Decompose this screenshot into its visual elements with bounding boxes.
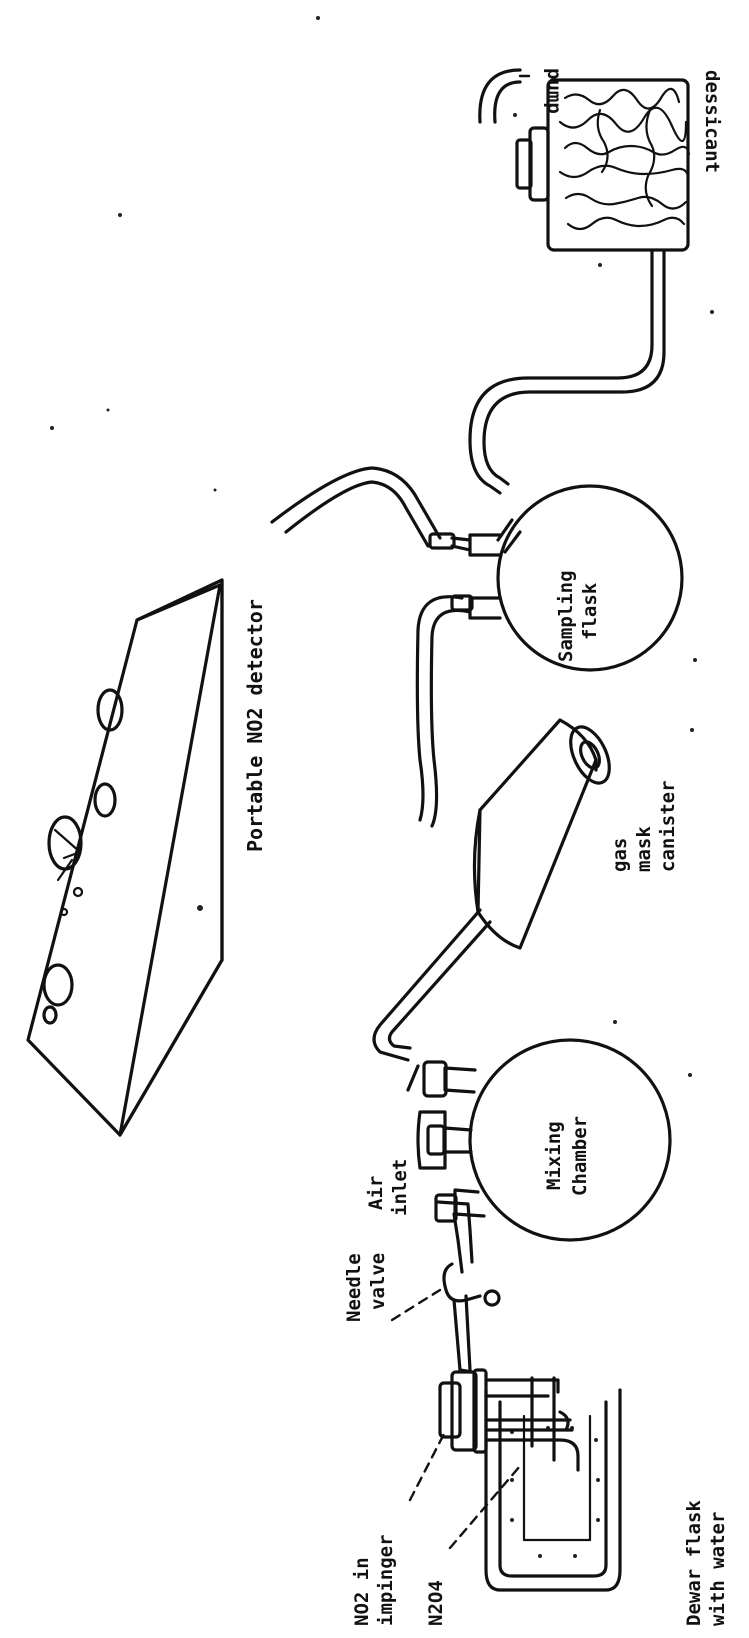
tube-dessicant-to-sampling bbox=[470, 252, 664, 493]
pump-label: pump bbox=[543, 68, 565, 114]
detector-label: Portable NO2 detector bbox=[243, 599, 267, 852]
sampling-tube bbox=[272, 468, 470, 550]
n2o4-label: N2O4 bbox=[425, 1580, 447, 1626]
sampling-flask-label-1: Sampling bbox=[555, 570, 577, 662]
gas-mask-label-1: gas bbox=[609, 838, 631, 872]
air-inlet-label-1: Air bbox=[365, 1176, 387, 1210]
mixing-label-1: Mixing bbox=[543, 1121, 565, 1190]
dessicant-jar bbox=[517, 80, 689, 250]
sampling-flask-label-2: flask bbox=[579, 582, 601, 640]
tube-canister-to-sampling bbox=[417, 596, 472, 826]
dewar-label-2: with water bbox=[707, 1512, 729, 1626]
impinger-leader bbox=[410, 1430, 446, 1500]
mixing-chamber bbox=[408, 1040, 670, 1240]
scan-specks bbox=[50, 16, 714, 1077]
needle-valve-label-1: Needle bbox=[343, 1253, 365, 1322]
tube-valve-to-mixing bbox=[438, 1202, 499, 1370]
mixing-label-2: Chamber bbox=[569, 1116, 591, 1196]
impinger-label-1: NO2 in bbox=[351, 1557, 373, 1626]
impinger bbox=[440, 1370, 578, 1470]
needle-valve-leader bbox=[392, 1290, 440, 1320]
gas-mask-label-2: mask bbox=[633, 826, 655, 872]
impinger-label-2: impinger bbox=[375, 1534, 397, 1626]
gas-mask-label-3: canister bbox=[657, 780, 679, 872]
portable-no2-detector bbox=[28, 580, 222, 1135]
air-inlet-label-2: inlet bbox=[389, 1159, 411, 1216]
dewar-label-1: Dewar flask bbox=[683, 1500, 705, 1626]
gas-mask-canister bbox=[474, 720, 617, 948]
dessicant-label: dessicant bbox=[701, 70, 723, 173]
needle-valve-label-2: valve bbox=[367, 1253, 389, 1310]
tube-canister-to-mixing bbox=[374, 910, 490, 1060]
